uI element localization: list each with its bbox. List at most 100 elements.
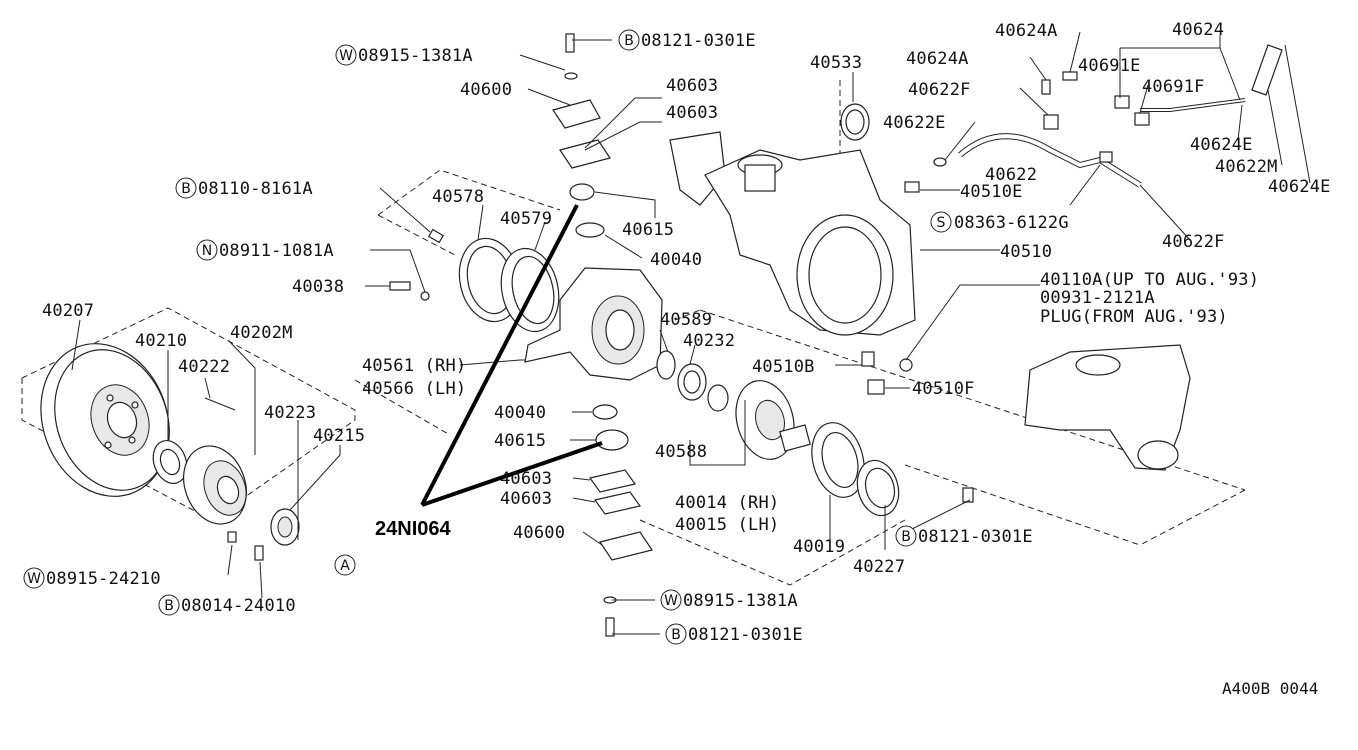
bushing-40040-mid — [592, 404, 618, 420]
label-40603-b: 40603 — [666, 103, 718, 123]
tube-40624E — [1251, 44, 1283, 96]
prefix-b: B — [671, 627, 681, 643]
plug-40510F — [867, 379, 885, 395]
label-40202M: 40202M — [230, 323, 293, 343]
clip-40691E — [1114, 95, 1130, 109]
label-08121-0301E-bot: 08121-0301E — [688, 625, 803, 645]
label-08014-24010: 08014-24010 — [181, 596, 296, 616]
prefix-w: W — [664, 593, 678, 609]
prefix-w: W — [339, 48, 353, 64]
bolt-08110 — [427, 228, 445, 244]
label-40624E-a: 40624E — [1190, 135, 1253, 155]
label-40110A: 40110A(UP TO AUG.'93) — [1040, 270, 1259, 290]
prefix-b: B — [164, 598, 174, 614]
clip-40622F — [1043, 114, 1059, 130]
shim-40603 — [559, 139, 611, 169]
label-08121-0301E-top: 08121-0301E — [641, 31, 756, 51]
connector-40510E — [904, 181, 920, 193]
bushing-40615-top — [569, 183, 595, 201]
spindle-40014 — [735, 380, 811, 460]
label-40603-c: 40603 — [500, 469, 552, 489]
cap-40600-bot — [599, 531, 653, 561]
label-40603-d: 40603 — [500, 489, 552, 509]
label-40210: 40210 — [135, 331, 187, 351]
label-40222: 40222 — [178, 357, 230, 377]
differential-housing-40510 — [669, 131, 916, 336]
ref-a-marker: A — [340, 558, 350, 574]
prefix-b: B — [181, 181, 191, 197]
label-08110-8161A: 08110-8161A — [198, 179, 313, 199]
label-40622M: 40622M — [1215, 157, 1278, 177]
label-40615-mid: 40615 — [494, 431, 546, 451]
prefix-w: W — [27, 571, 41, 587]
label-40510B: 40510B — [752, 357, 815, 377]
label-40589: 40589 — [660, 310, 712, 330]
label-40624E-b: 40624E — [1268, 177, 1331, 197]
clip-40622E — [933, 157, 947, 167]
label-40215: 40215 — [313, 426, 365, 446]
label-08911-1081A: 08911-1081A — [219, 241, 334, 261]
label-40588: 40588 — [655, 442, 707, 462]
bolt-40624A — [1041, 79, 1051, 95]
label-40040-mid: 40040 — [494, 403, 546, 423]
bolt-08363 — [1099, 151, 1113, 163]
bolt-08014-24010 — [254, 545, 264, 561]
hub-group-box — [21, 307, 356, 521]
label-40207: 40207 — [42, 301, 94, 321]
label-40622: 40622 — [985, 165, 1037, 185]
shim-40603-c — [588, 469, 637, 493]
shim-40603-d — [593, 491, 642, 515]
knuckle-40561 — [524, 267, 663, 381]
hub-40202M — [183, 445, 247, 525]
label-40691E: 40691E — [1078, 56, 1141, 76]
plug-40510B — [861, 351, 875, 367]
callout-pointer-upper — [420, 204, 579, 506]
prefix-circles — [23, 29, 952, 645]
label-40510: 40510 — [1000, 242, 1052, 262]
label-08363-6122G: 08363-6122G — [954, 213, 1069, 233]
label-40600-top: 40600 — [460, 80, 512, 100]
label-40038: 40038 — [292, 277, 344, 297]
label-40624A-a: 40624A — [995, 21, 1058, 41]
label-08915-24210: 08915-24210 — [46, 569, 161, 589]
label-40040-top: 40040 — [650, 250, 702, 270]
label-40622F-b: 40622F — [1162, 232, 1225, 252]
label-40510E: 40510E — [960, 182, 1023, 202]
diagram-id: A400B 0044 — [1222, 679, 1318, 698]
bearing-40588 — [707, 384, 729, 412]
brake-disc — [40, 343, 170, 497]
axle-housing-right — [1024, 344, 1191, 471]
label-40624: 40624 — [1172, 20, 1224, 40]
bolt-40624A-b — [1062, 71, 1078, 81]
washer-08915-24210 — [227, 531, 237, 543]
label-plug: PLUG(FROM AUG.'93) — [1040, 307, 1228, 327]
bolt-40222 — [204, 397, 236, 411]
label-08915-1381A-top: 08915-1381A — [358, 46, 473, 66]
label-40019: 40019 — [793, 537, 845, 557]
bushing-40040-top — [575, 222, 605, 238]
label-40533: 40533 — [810, 53, 862, 73]
knuckle-group-box-top — [377, 169, 561, 216]
prefix-n: N — [202, 243, 212, 259]
seal-40589 — [656, 350, 676, 380]
label-08915-1381A-bot: 08915-1381A — [683, 591, 798, 611]
label-08121-0301E-right: 08121-0301E — [918, 527, 1033, 547]
label-40578: 40578 — [432, 187, 484, 207]
label-40579: 40579 — [500, 209, 552, 229]
prefix-b: B — [901, 529, 911, 545]
bushing-40615-mid — [595, 429, 629, 451]
label-40603-a: 40603 — [666, 76, 718, 96]
label-00931-2121A: 00931-2121A — [1040, 288, 1155, 308]
label-40510F: 40510F — [912, 379, 975, 399]
cap-40600-top — [552, 99, 601, 129]
seal-40019 — [811, 422, 865, 498]
callout-label: 24NI064 — [375, 518, 451, 540]
flange-group-box — [639, 519, 906, 586]
prefix-s: S — [937, 215, 946, 231]
label-40014-rh: 40014 (RH) — [675, 493, 779, 513]
label-40227: 40227 — [853, 557, 905, 577]
label-40691F: 40691F — [1142, 77, 1205, 97]
bolt-08121-bot — [605, 617, 615, 637]
